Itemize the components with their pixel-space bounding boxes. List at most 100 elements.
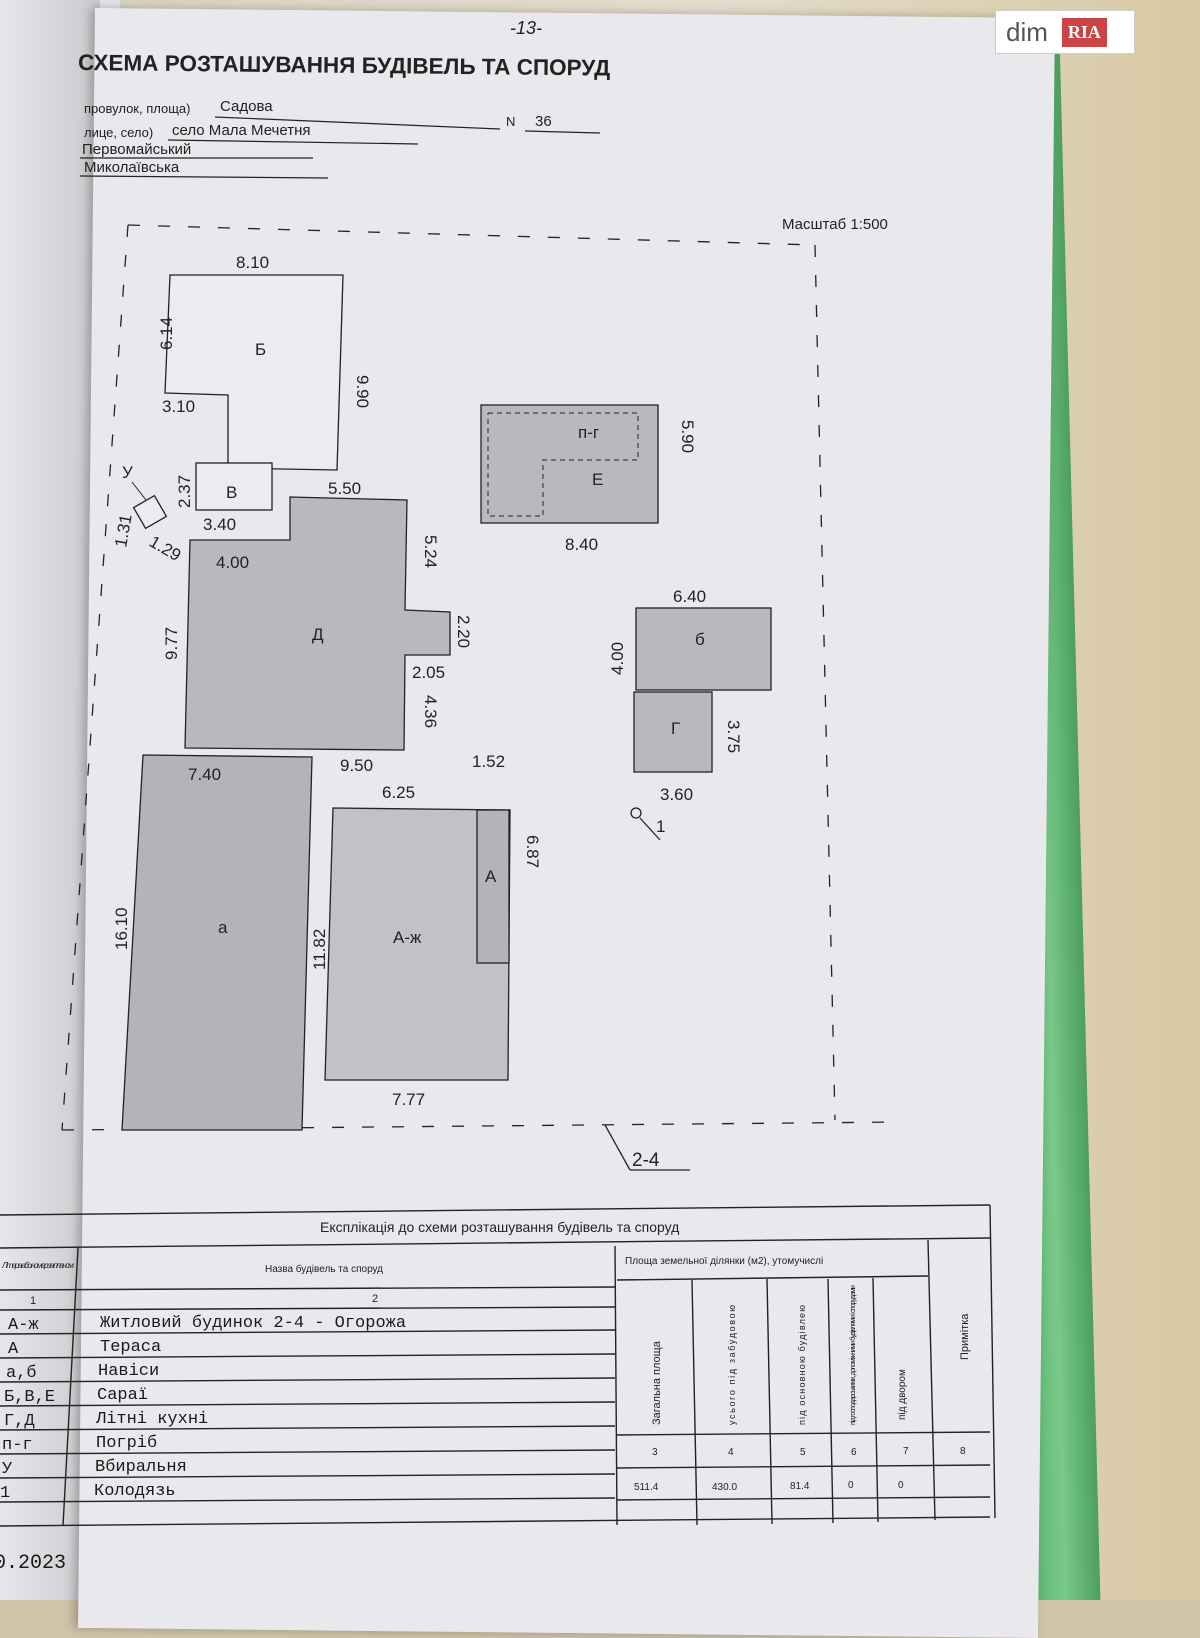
page-mark: -13-	[510, 18, 542, 38]
dim: 6.25	[382, 783, 415, 802]
explication-table	[0, 1204, 996, 1527]
row-name: Колодязь	[94, 1482, 176, 1501]
dim: 7.77	[392, 1090, 425, 1109]
dim: 9.90	[353, 375, 372, 408]
label-V: В	[226, 483, 237, 502]
row-letter: А-ж	[8, 1316, 39, 1335]
dim: 1.31	[111, 513, 135, 549]
street-value: Садова	[220, 98, 273, 115]
label-G: Г	[671, 719, 680, 738]
table-rows: А-ж Житловий будинок 2-4 - Огорожа А Тер…	[0, 1314, 406, 1503]
row-name: Тераса	[100, 1338, 161, 1357]
terrace-A	[476, 809, 510, 964]
dim: 2.05	[412, 663, 445, 682]
col-number: 3	[652, 1447, 658, 1458]
dim: 1.52	[472, 752, 505, 771]
row-letter: 1	[0, 1484, 10, 1503]
region-value: Миколаївська	[84, 159, 180, 176]
col-number: 4	[728, 1447, 734, 1458]
well-icon	[630, 807, 642, 819]
note-header: Примітка	[959, 1313, 971, 1360]
row-name: Житловий будинок 2-4 - Огорожа	[100, 1314, 406, 1333]
dim: 5.50	[328, 479, 361, 498]
watermark-logo: dim RIA	[995, 10, 1135, 54]
dim: 6.87	[523, 835, 542, 868]
col2-header: Назва будівель та споруд	[265, 1263, 383, 1275]
scale-label: Масштаб 1:500	[782, 216, 888, 233]
label-pg: п-г	[578, 423, 599, 442]
street-label: провулок, площа)	[84, 101, 190, 116]
dim: 2.37	[175, 475, 194, 508]
dim: 5.90	[678, 420, 697, 453]
label-Azh: А-ж	[393, 928, 422, 947]
dim: 4.00	[608, 642, 627, 675]
row-letter: Б,В,Е	[4, 1388, 55, 1407]
dim: 6.40	[673, 587, 706, 606]
label-A: А	[485, 867, 497, 886]
dim: 11.82	[310, 929, 329, 970]
toilet-pointer	[131, 481, 147, 501]
dim: 1.29	[146, 532, 184, 565]
label-B: Б	[255, 340, 266, 359]
dim: 4.36	[421, 695, 440, 728]
area-header: Площа земельної ділянки (м2), утомучислі	[625, 1256, 823, 1267]
label-a: а	[218, 918, 228, 937]
col-number: 7	[903, 1446, 909, 1457]
dim: 8.40	[565, 535, 598, 554]
building-B	[164, 274, 344, 471]
col1-header: Літера або номер за планом	[1, 1260, 74, 1270]
row-letter: п-г	[2, 1436, 33, 1455]
value-built: 430.0	[712, 1482, 737, 1493]
dim: 3.60	[660, 785, 693, 804]
area-col-built: усього під забудовою	[727, 1305, 737, 1425]
number-value: 36	[535, 113, 552, 130]
col-number: 2	[372, 1293, 378, 1305]
dim: 5.24	[421, 535, 440, 568]
dim: 8.10	[236, 253, 269, 272]
cellar-pg	[487, 412, 639, 517]
watermark-dim: dim	[1006, 16, 1048, 47]
row-name: Літні кухні	[95, 1410, 208, 1429]
label-E: Е	[592, 470, 603, 489]
kitchen-G	[633, 691, 713, 773]
area-col-aux: під господарськими, допоміжними будівлям…	[849, 1285, 857, 1425]
canopy-b	[635, 607, 772, 691]
table-text: Експлікація до схеми розташування будіве…	[0, 1219, 971, 1503]
table-title: Експлікація до схеми розташування будіве…	[320, 1219, 679, 1235]
document-title: СХЕМА РОЗТАШУВАННЯ БУДІВЕЛЬ ТА СПОРУД	[78, 50, 610, 81]
footer-date: 10.2023	[0, 1552, 66, 1575]
row-name: Погріб	[96, 1434, 157, 1453]
house-Azh	[324, 807, 511, 1081]
label-U: У	[122, 463, 133, 482]
dim: 3.40	[203, 515, 236, 534]
dim: 2.20	[454, 615, 473, 648]
dim: 6.14	[157, 317, 176, 350]
value-main: 81.4	[790, 1481, 810, 1492]
col-number: 5	[800, 1447, 806, 1458]
plot-boundary	[61, 224, 901, 1131]
address-block: провулок, площа) Садова N 36 лице, село)…	[79, 98, 601, 179]
row-name: Вбиральня	[95, 1458, 187, 1477]
building-D	[184, 496, 451, 751]
building-E	[480, 404, 659, 524]
district-value: Первомайський	[82, 141, 191, 158]
row-letter: Г,Д	[4, 1412, 35, 1431]
locality-label: лице, село)	[84, 125, 153, 140]
watermark-ria: RIA	[1061, 17, 1107, 47]
area-col-main: під основною будівлею	[797, 1305, 807, 1425]
number-label: N	[506, 114, 515, 129]
dim: 3.75	[724, 720, 743, 753]
row-name: Сараї	[97, 1386, 148, 1405]
dim: 3.10	[162, 397, 195, 416]
value-aux: 0	[848, 1480, 854, 1491]
area-col-yard: під двором	[897, 1369, 908, 1420]
dim: 4.00	[216, 553, 249, 572]
building-V	[195, 462, 273, 511]
label-b: б	[695, 630, 705, 649]
site-plan: Масштаб 1:500	[61, 216, 901, 1171]
toilet-U	[132, 494, 168, 530]
dim: 9.50	[340, 756, 373, 775]
document-drawing: -13- СХЕМА РОЗТАШУВАННЯ БУДІВЕЛЬ ТА СПОР…	[0, 18, 996, 1575]
label-D: Д	[312, 625, 324, 644]
row-letter: а,б	[6, 1364, 37, 1383]
